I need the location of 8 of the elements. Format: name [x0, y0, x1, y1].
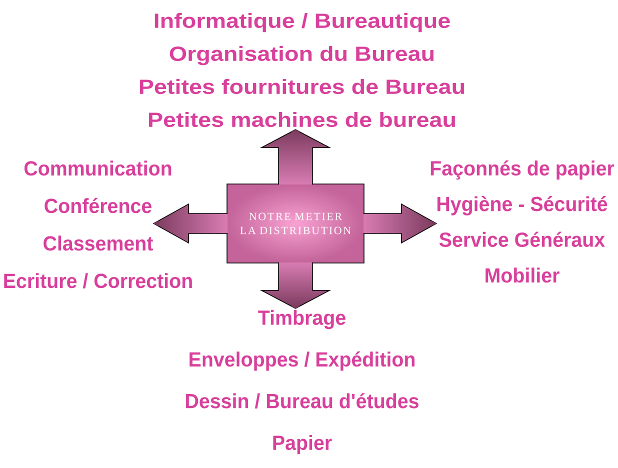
block-arrow — [260, 262, 332, 309]
category-list: Façonnés de papier Hygiène - Sécurité Service Généraux Mobilier — [430, 160, 614, 283]
category-list: Timbrage Enveloppes / Expédition Dessin / Bureau d'études Papier — [186, 310, 418, 454]
block-arrow — [152, 203, 228, 244]
block-arrow — [363, 203, 438, 244]
category-list: Communication Conférence Classement Ecriture / Correction — [4, 160, 192, 288]
block-arrow — [260, 129, 332, 185]
category-list: Informatique / Bureautique Organisation du Bureau Petites fournitures de Bureau Petites machines de bureau — [140, 12, 464, 128]
